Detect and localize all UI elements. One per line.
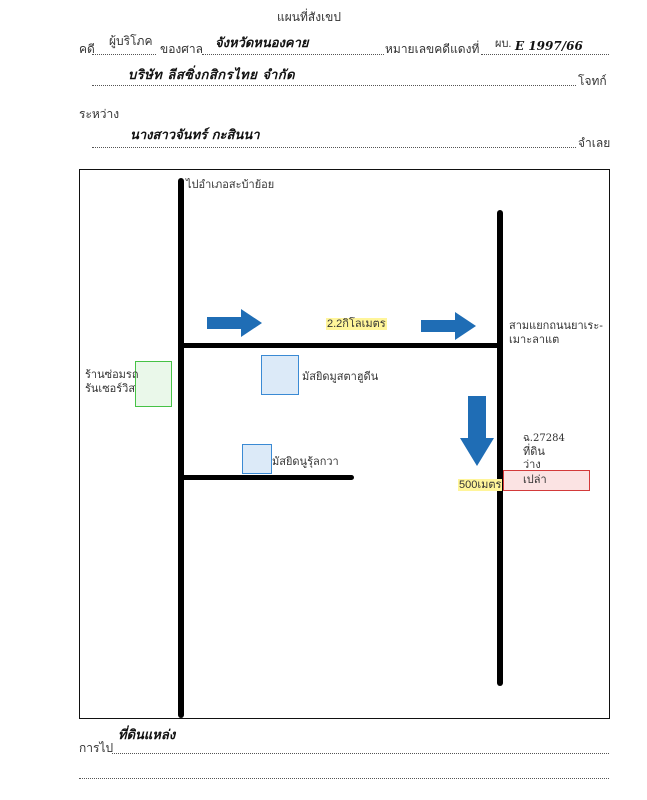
case-type-value: ผู้บริโภค [109, 34, 153, 48]
plaintiff-label: โจทก์ [578, 74, 607, 88]
black-no-line [481, 54, 609, 55]
case-label: คดี [79, 42, 95, 56]
land-label-line2: ว่าง [523, 459, 541, 471]
plaintiff-name: บริษัท ลีสซิ่งกสิกรไทย จำกัด [128, 68, 296, 83]
land-label-line1: ที่ดิน [523, 446, 545, 458]
black-no-prefix: ผบ. [495, 38, 512, 50]
mosque-1-label: มัสยิดมูสตาฮูดีน [302, 371, 379, 383]
between-label: ระหว่าง [79, 107, 120, 121]
route-line-2 [79, 778, 609, 779]
page-title: แผนที่สังเขป [277, 10, 341, 24]
route-line [112, 753, 609, 754]
black-no-label: หมายเลขคดีแดงที่ [385, 42, 480, 56]
road-right-vertical [497, 210, 503, 686]
black-no-value: E 1997/66 [515, 39, 583, 53]
distance-label-2: 500เมตร [458, 479, 503, 491]
defendant-label: จำเลย [578, 136, 611, 150]
land-code: ฉ.27284 [523, 433, 565, 444]
destination-label: ไปอำเภอสะบ้าย้อย [186, 179, 275, 191]
defendant-line [92, 147, 576, 148]
junction-label-line1: สามแยกถนนยาเระ- [509, 320, 603, 332]
arrow-right-icon [421, 312, 476, 340]
land-label-line3: เปล่า [523, 474, 547, 486]
arrow-right-icon [207, 309, 262, 337]
road-lower-branch [180, 475, 354, 480]
plaintiff-line [92, 85, 576, 86]
shop-label-line1: ร้านซ่อมรถ [85, 369, 139, 381]
defendant-name: นางสาวจันทร์ กะสินนา [130, 128, 260, 143]
court-name-value: จังหวัดหนองคาย [215, 36, 309, 51]
court-label: ของศาล [160, 42, 203, 56]
route-label: การไป [79, 741, 114, 755]
arrow-down-icon [460, 396, 494, 466]
distance-label-1: 2.2กิโลเมตร [326, 318, 387, 330]
mosque-2-label: มัสยิดนูรุ้ลกวา [272, 456, 339, 468]
shop-label-line2: รันเซอร์วิส [85, 383, 136, 395]
road-main-vertical [178, 178, 184, 718]
road-top-horizontal [180, 343, 502, 348]
junction-label-line2: เมาะลาแต [509, 334, 560, 346]
route-value: ที่ดินแหล่ง [118, 728, 176, 743]
land-parcel-box [503, 470, 590, 491]
mosque-1-box [261, 355, 299, 395]
map-frame [79, 169, 610, 719]
mosque-2-box [242, 444, 272, 474]
case-type-line [92, 54, 156, 55]
shop-landmark-box [135, 361, 172, 407]
court-name-line [202, 54, 384, 55]
